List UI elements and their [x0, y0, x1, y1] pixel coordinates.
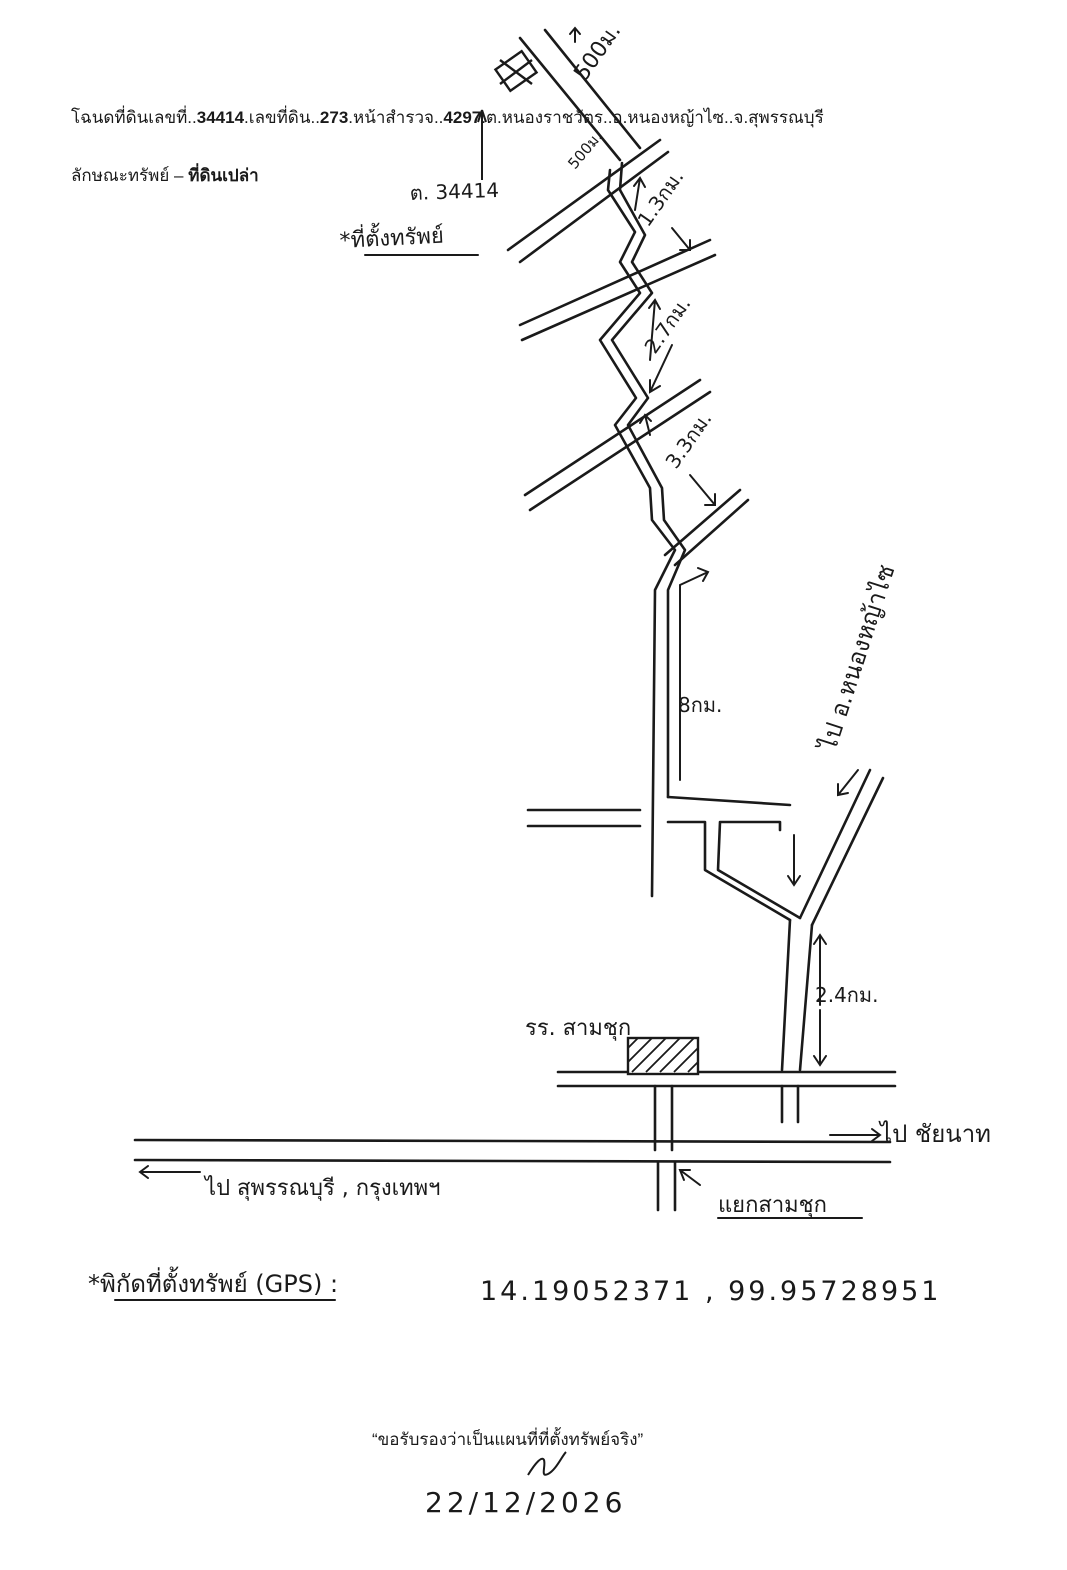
gps-label: *พิกัดที่ตั้งทรัพย์ (GPS) :	[88, 1266, 338, 1298]
arrow-suphan-icon	[138, 1165, 201, 1179]
deed-prefix: โฉนดที่ดินเลขที่..	[71, 108, 197, 127]
crossroad-upper	[526, 808, 642, 828]
survey-number: 4297	[443, 108, 482, 127]
to-suphan-bangkok: ไป สุพรรณบุรี , กรุงเทพฯ	[203, 1175, 441, 1201]
property-type: ที่ดินเปล่า	[188, 166, 259, 185]
crossroad-upper-right	[666, 795, 802, 922]
arrow-2-7km-down-icon	[649, 344, 673, 394]
distance-3-3km: 3.3กม.	[660, 407, 716, 473]
parcel-label: ต. 34414	[409, 178, 499, 205]
arrow-junction-icon	[678, 1169, 701, 1186]
arrow-8km-down-icon	[787, 834, 801, 887]
distance-8km: 8กม.	[678, 693, 722, 717]
distance-2-7km: 2.7กม.	[639, 292, 695, 358]
main-route-right	[610, 161, 687, 799]
school-label: รร. สามชุก	[525, 1016, 631, 1041]
arrow-2-4km-down-icon	[813, 1009, 827, 1067]
road-2	[518, 238, 717, 342]
property-location-note: *ที่ตั้งทรัพย์	[339, 220, 445, 254]
arrow-8km-up-icon	[679, 567, 710, 781]
distance-500m: 500ม.	[569, 19, 626, 85]
land-number: 273	[319, 108, 349, 127]
arrow-chainat-icon	[829, 1128, 882, 1142]
road-4	[663, 488, 750, 567]
main-route-left	[598, 168, 677, 898]
property-type-line: ลักษณะทรัพย์ – ที่ดินเปล่า	[71, 162, 259, 189]
gps-coordinates: 14.19052371 , 99.95728951	[480, 1276, 941, 1307]
road-to-nongyasai	[798, 768, 885, 927]
parcel-marker	[493, 49, 539, 93]
road-3	[523, 378, 712, 512]
school-road	[556, 1070, 897, 1088]
parcel-pointer	[477, 109, 487, 180]
connector-verticals	[653, 1084, 800, 1152]
deed-line: โฉนดที่ดินเลขที่..34414.เลขที่ดิน..273.ห…	[71, 104, 824, 131]
arrow-3-3km-down-icon	[689, 474, 716, 506]
arrow-1-3km-down-icon	[671, 227, 691, 251]
arrow-nongyasai-icon	[837, 769, 859, 797]
distance-2-4km: 2.4กม.	[815, 983, 878, 1007]
school-building	[626, 1036, 700, 1076]
distance-1-3km: 1.3กม.	[632, 165, 688, 231]
arrow-1-3km-up-icon	[633, 176, 646, 211]
road-top-vertical	[518, 28, 642, 162]
arrow-north-icon	[569, 26, 581, 43]
property-label: ลักษณะทรัพย์ –	[71, 166, 189, 185]
junction-label: แยกสามชุก	[718, 1193, 827, 1218]
arrow-2-4km-up-icon	[813, 933, 827, 1006]
certification-text: “ขอรับรองว่าเป็นแผนที่ที่ตั้งทรัพย์จริง”	[372, 1430, 644, 1449]
to-chainat: ไป ชัยนาท	[878, 1120, 991, 1148]
deed-number: 34414	[196, 108, 245, 127]
arrow-3-3km-up-icon	[639, 413, 652, 436]
road-1	[506, 138, 670, 264]
distance-left-small: 500ม.	[564, 128, 606, 173]
deed-location: .ต.หนองราชวัตร..อ.หนองหญ้าไซ..จ.สุพรรณบุ…	[481, 108, 824, 127]
survey-prefix: .หน้าสำรวจ..	[348, 108, 444, 127]
highway-south-stub	[656, 1160, 677, 1212]
to-nong-ya-sai: ไป อ.หนองหญ้าไซ	[813, 561, 900, 756]
highway	[133, 1138, 892, 1164]
land-no-prefix: .เลขที่ดิน..	[244, 108, 320, 127]
arrow-2-7km-up-icon	[648, 298, 661, 361]
road-south	[780, 918, 814, 1072]
